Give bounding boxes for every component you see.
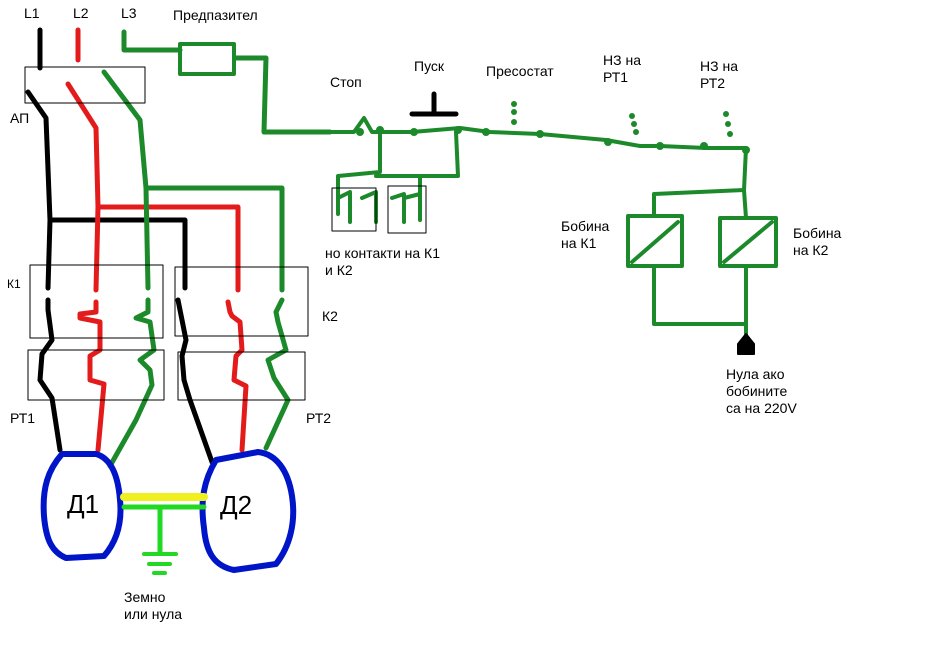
label-motor-d1: Д1 [67,489,100,519]
label-coil1: Бобина на К1 [561,218,609,252]
neutral-terminal [737,333,755,355]
label-no-contacts-line1: но контакти на К1 [325,245,441,261]
label-nc-rt1-line2: РТ1 [603,69,629,85]
label-neutral-line1: Нула ако [726,366,785,382]
label-nc-rt2-line2: РТ2 [700,75,726,91]
device-frames [24,66,427,401]
label-l3: L3 [121,5,137,21]
label-coil2: Бобина на К2 [793,225,841,259]
label-k1: К1 [7,277,21,291]
label-coil2-line1: Бобина [793,225,842,241]
label-nc-rt1: НЗ на РТ1 [603,52,641,86]
earth-connection [120,493,208,575]
label-no-contacts: но контакти на К1 и К2 [325,245,440,279]
label-coil2-line2: на К2 [793,242,829,258]
label-no-contacts-line2: и К2 [325,262,353,278]
label-ground: Земно или нула [124,589,182,623]
label-ground-line1: Земно [124,589,166,605]
label-neutral-line3: са на 220V [726,400,797,416]
label-l1: L1 [24,5,40,21]
phase-l3-wire [101,29,333,469]
label-neutral-line2: бобините [726,383,788,399]
label-coil1-line1: Бобина [561,218,610,234]
label-motor-d2: Д2 [220,490,253,520]
label-stop: Стоп [330,74,362,90]
label-nc-rt2: НЗ на РТ2 [700,58,738,92]
label-k2: К2 [322,308,338,324]
phase-l2-wire [65,27,249,453]
start-pushbutton [409,91,459,117]
contact-actuators [356,101,750,154]
label-rt2: РТ2 [306,410,332,426]
fuse-symbol [178,42,236,76]
motor-d1-outline [40,451,124,561]
label-start: Пуск [414,58,445,74]
label-nc-rt1-line1: НЗ на [603,52,641,68]
label-l2: L2 [73,5,89,21]
label-fuse: Предпазител [173,7,258,23]
label-nc-rt2-line1: НЗ на [700,58,738,74]
label-rt1: РТ1 [10,410,36,426]
coil-k1-symbol [626,214,684,268]
label-breaker: АП [10,110,30,126]
control-circuit [328,116,748,338]
label-ground-line2: или нула [124,606,183,622]
label-coil1-line2: на К1 [561,235,597,251]
label-neutral: Нула ако бобините са на 220V [726,366,797,417]
coil-k2-symbol [718,216,778,268]
label-pressostat: Пресостат [486,63,554,79]
